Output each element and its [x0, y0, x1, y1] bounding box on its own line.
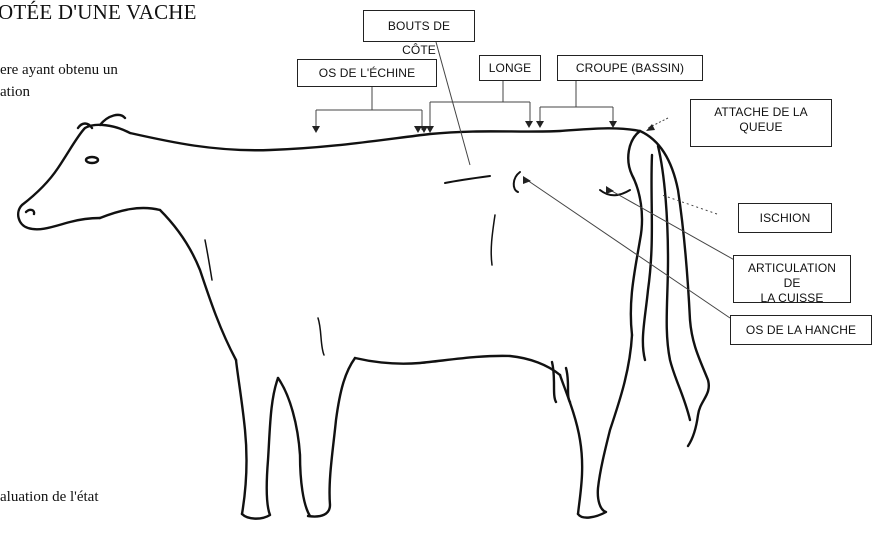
label-attache-line-1: ATTACHE DE LA	[697, 105, 825, 120]
page-title: OTÉE D'UNE VACHE	[0, 0, 197, 25]
label-ischion: ISCHION	[738, 203, 832, 233]
label-articulation-line-2: LA CUISSE	[740, 291, 844, 306]
label-articulation-de-la-cuisse: ARTICULATION DE LA CUISSE	[733, 255, 851, 303]
intro-text-line-1: ere ayant obtenu un	[0, 62, 118, 79]
label-os-de-la-hanche: OS DE LA HANCHE	[730, 315, 872, 345]
label-attache-de-la-queue: ATTACHE DE LA QUEUE	[690, 99, 832, 147]
label-articulation-line-1: ARTICULATION DE	[740, 261, 844, 291]
footer-text: aluation de l'état	[0, 489, 99, 506]
intro-text-line-2: ation	[0, 84, 30, 101]
label-attache-line-2: QUEUE	[697, 120, 825, 135]
label-croupe: CROUPE (BASSIN)	[557, 55, 703, 81]
label-longe: LONGE	[479, 55, 541, 81]
cow-outline	[18, 115, 709, 519]
label-bouts-de-cote: BOUTS DE CÔTE	[363, 10, 475, 42]
label-os-de-lechine: OS DE L'ÉCHINE	[297, 59, 437, 87]
